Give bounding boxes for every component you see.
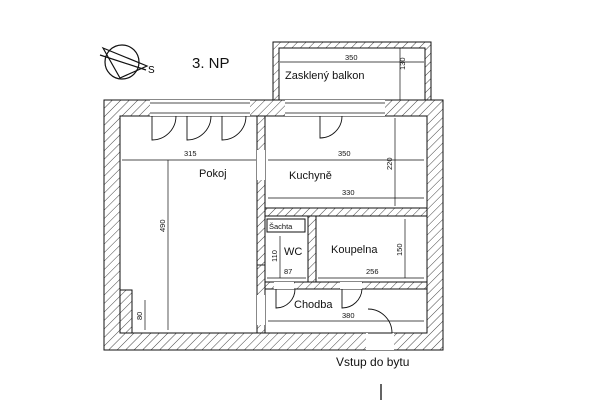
dimension-lines [122, 118, 424, 330]
room-label-living: Pokoj [199, 168, 227, 180]
shaft: Šachta [266, 218, 306, 233]
wall-openings [150, 100, 394, 350]
room-label-balcony: Zasklený balkon [285, 70, 365, 82]
dim-bathroom-width: 256 [366, 267, 379, 276]
dim-living-recess: 80 [135, 312, 144, 320]
room-label-bathroom: Koupelna [331, 244, 378, 256]
dim-kitchen-width-top: 350 [338, 149, 351, 158]
dim-bathroom-depth: 150 [395, 243, 404, 256]
dim-balcony-depth: 130 [398, 57, 407, 70]
room-label-hall: Chodba [294, 299, 333, 311]
door-swings [151, 115, 393, 334]
north-arrow-icon: S [99, 44, 155, 80]
dim-kitchen-depth: 220 [385, 157, 394, 170]
dim-wc-depth: 110 [270, 250, 279, 262]
dim-hall-width: 380 [342, 311, 355, 320]
dim-kitchen-width-bottom: 330 [342, 188, 355, 197]
room-label-wc: WC [284, 246, 302, 258]
entrance-label: Vstup do bytu [336, 355, 409, 369]
windows [150, 102, 385, 114]
balcony: 350 130 Zasklený balkon [272, 41, 432, 103]
compass-letter: S [148, 65, 155, 76]
room-label-shaft: Šachta [269, 222, 293, 231]
dim-wc-width: 87 [284, 267, 292, 276]
room-label-kitchen: Kuchyně [289, 170, 332, 182]
dim-balcony-width: 350 [345, 53, 358, 62]
entrance: Vstup do bytu [336, 355, 409, 400]
floor-label: 3. NP [192, 55, 230, 72]
dim-living-length: 490 [158, 219, 167, 232]
dim-living-width: 315 [184, 149, 197, 158]
